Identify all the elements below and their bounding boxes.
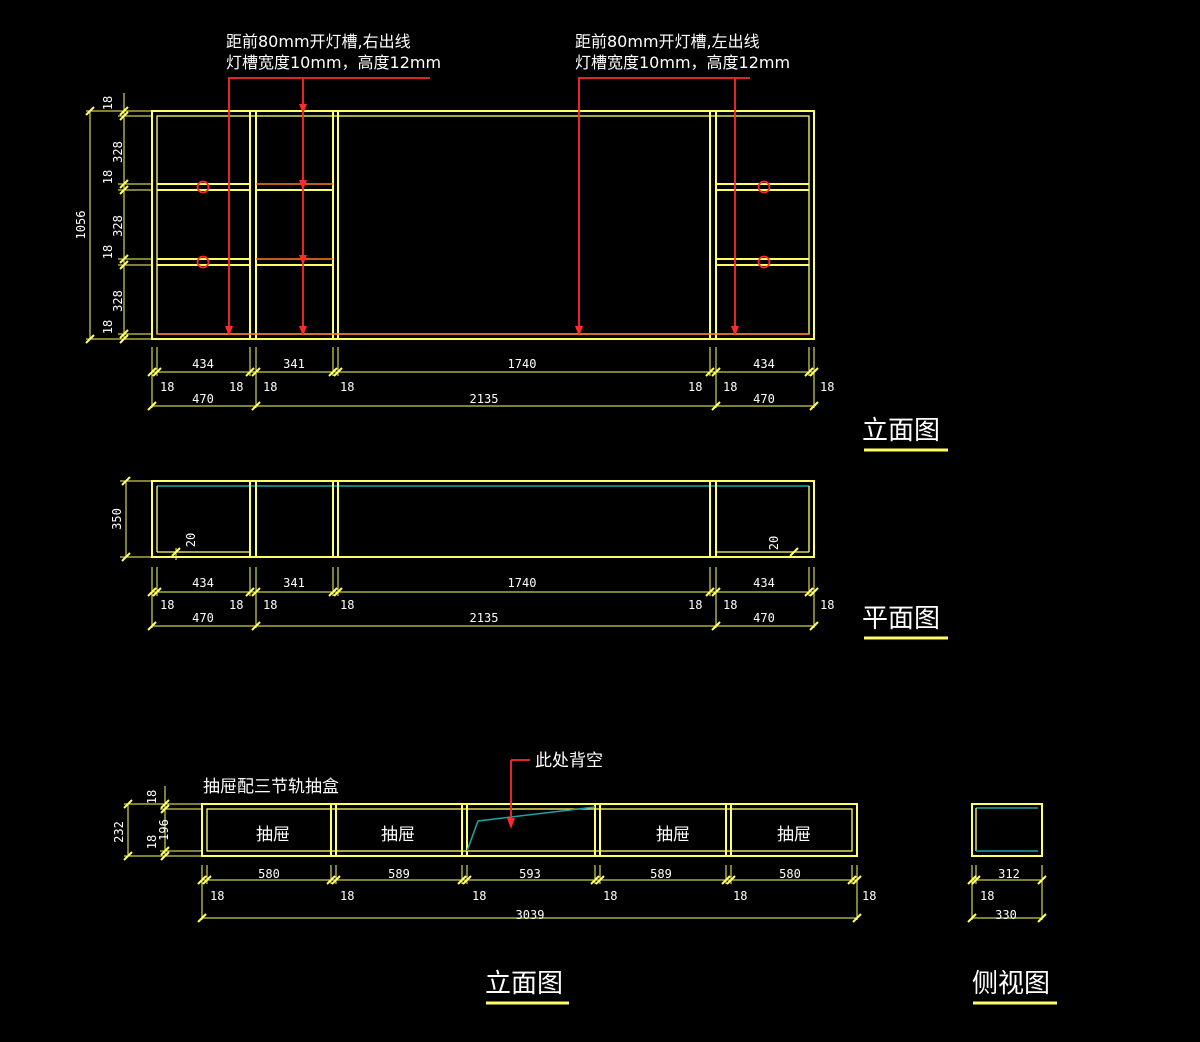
dim-board: 18 <box>101 170 115 184</box>
note-left-line2: 灯槽宽度10mm，高度12mm <box>226 53 441 72</box>
dim-18: 18 <box>340 889 354 903</box>
side-outer-frame <box>971 803 1043 857</box>
open-back-indicator <box>466 806 596 852</box>
dim-shelf-gap: 328 <box>111 290 125 312</box>
drawer-label: 抽屉 <box>256 825 290 845</box>
top-elevation-view: 距前80mm开灯槽,右出线 灯槽宽度10mm，高度12mm 距前80mm开灯槽,… <box>74 32 948 452</box>
dim-h196: 196 <box>157 819 171 841</box>
arrow-head <box>507 818 515 829</box>
cabinet-outer-frame <box>151 110 815 340</box>
drawer-unit-inner <box>206 808 853 852</box>
dim-s312: 312 <box>998 867 1020 881</box>
dim-18: 18 <box>688 380 702 394</box>
dim-w1740: 1740 <box>508 357 537 371</box>
dim-18: 18 <box>210 889 224 903</box>
dim-18: 18 <box>160 380 174 394</box>
view-title-elevation-top: 立面图 <box>862 416 940 446</box>
dim-18: 18 <box>229 380 243 394</box>
drawer-label: 抽屉 <box>656 825 690 845</box>
dim-board: 18 <box>101 320 115 334</box>
dim-18: 18 <box>145 790 159 804</box>
cable-hole <box>196 255 210 269</box>
dim-20: 20 <box>184 533 198 547</box>
arrow-head <box>299 255 307 265</box>
arrow-head <box>299 180 307 190</box>
dim-w1740: 1740 <box>508 576 537 590</box>
dim-18: 18 <box>733 889 747 903</box>
dim-w580: 580 <box>779 867 801 881</box>
cable-hole <box>757 180 771 194</box>
dim-18: 18 <box>723 380 737 394</box>
dim-w470: 470 <box>192 392 214 406</box>
drawer-elevation-view: 此处背空 抽屉配三节轨抽盒 抽屉 抽屉 抽屉 抽屉 232 18 196 18 <box>112 751 876 1005</box>
dim-board: 18 <box>101 245 115 259</box>
dim-h232: 232 <box>112 821 126 843</box>
dim-w2135: 2135 <box>470 611 499 625</box>
arrow-head <box>299 104 307 114</box>
dim-20: 20 <box>767 536 781 550</box>
cable-hole <box>757 255 771 269</box>
note-right-line1: 距前80mm开灯槽,左出线 <box>575 32 760 51</box>
dim-w589: 589 <box>650 867 672 881</box>
dim-w470: 470 <box>753 611 775 625</box>
plan-view: 350 20 20 434 3 <box>110 476 948 640</box>
dim-w470: 470 <box>753 392 775 406</box>
arrow-head <box>299 326 307 336</box>
dim-w434: 434 <box>192 576 214 590</box>
dim-w434: 434 <box>753 576 775 590</box>
dim-18: 18 <box>145 835 159 849</box>
dim-18: 18 <box>820 380 834 394</box>
drawer-label: 抽屉 <box>777 825 811 845</box>
cable-hole <box>196 180 210 194</box>
dim-total-height: 1056 <box>74 211 88 240</box>
dim-18: 18 <box>340 598 354 612</box>
dim-18: 18 <box>340 380 354 394</box>
arrow-head <box>575 326 583 336</box>
dim-18: 18 <box>472 889 486 903</box>
dim-board: 18 <box>101 96 115 110</box>
dim-18: 18 <box>603 889 617 903</box>
note-right-line2: 灯槽宽度10mm，高度12mm <box>575 53 790 72</box>
dim-w341: 341 <box>283 576 305 590</box>
side-view: 312 18 330 侧视图 <box>967 803 1057 1005</box>
view-title-plan: 平面图 <box>862 604 940 634</box>
plan-outer-frame <box>151 480 815 558</box>
cabinet-inner-frame <box>156 115 810 335</box>
dim-w434: 434 <box>753 357 775 371</box>
dim-18: 18 <box>980 889 994 903</box>
dim-shelf-gap: 328 <box>111 215 125 237</box>
note-back-open: 此处背空 <box>535 751 603 771</box>
view-title-elevation-bottom: 立面图 <box>485 969 563 999</box>
dim-depth: 350 <box>110 508 124 530</box>
dim-w589: 589 <box>388 867 410 881</box>
dim-s330: 330 <box>995 908 1017 922</box>
dim-18: 18 <box>820 598 834 612</box>
arrow-head <box>225 326 233 336</box>
dim-w2135: 2135 <box>470 392 499 406</box>
dim-w3039: 3039 <box>516 908 545 922</box>
drawer-label: 抽屉 <box>381 825 415 845</box>
dim-18: 18 <box>723 598 737 612</box>
drawer-unit-outer <box>201 803 858 857</box>
note-drawer-slides: 抽屉配三节轨抽盒 <box>203 777 339 797</box>
dim-w434: 434 <box>192 357 214 371</box>
dim-18: 18 <box>862 889 876 903</box>
dim-18: 18 <box>688 598 702 612</box>
arrow-head <box>731 326 739 336</box>
dim-18: 18 <box>160 598 174 612</box>
dim-18: 18 <box>263 598 277 612</box>
dim-18: 18 <box>263 380 277 394</box>
note-left-line1: 距前80mm开灯槽,右出线 <box>226 32 411 51</box>
dim-18: 18 <box>229 598 243 612</box>
dim-w470: 470 <box>192 611 214 625</box>
dim-shelf-gap: 328 <box>111 141 125 163</box>
view-title-side: 侧视图 <box>972 969 1050 999</box>
dim-w341: 341 <box>283 357 305 371</box>
dim-w593: 593 <box>519 867 541 881</box>
dim-w580: 580 <box>258 867 280 881</box>
